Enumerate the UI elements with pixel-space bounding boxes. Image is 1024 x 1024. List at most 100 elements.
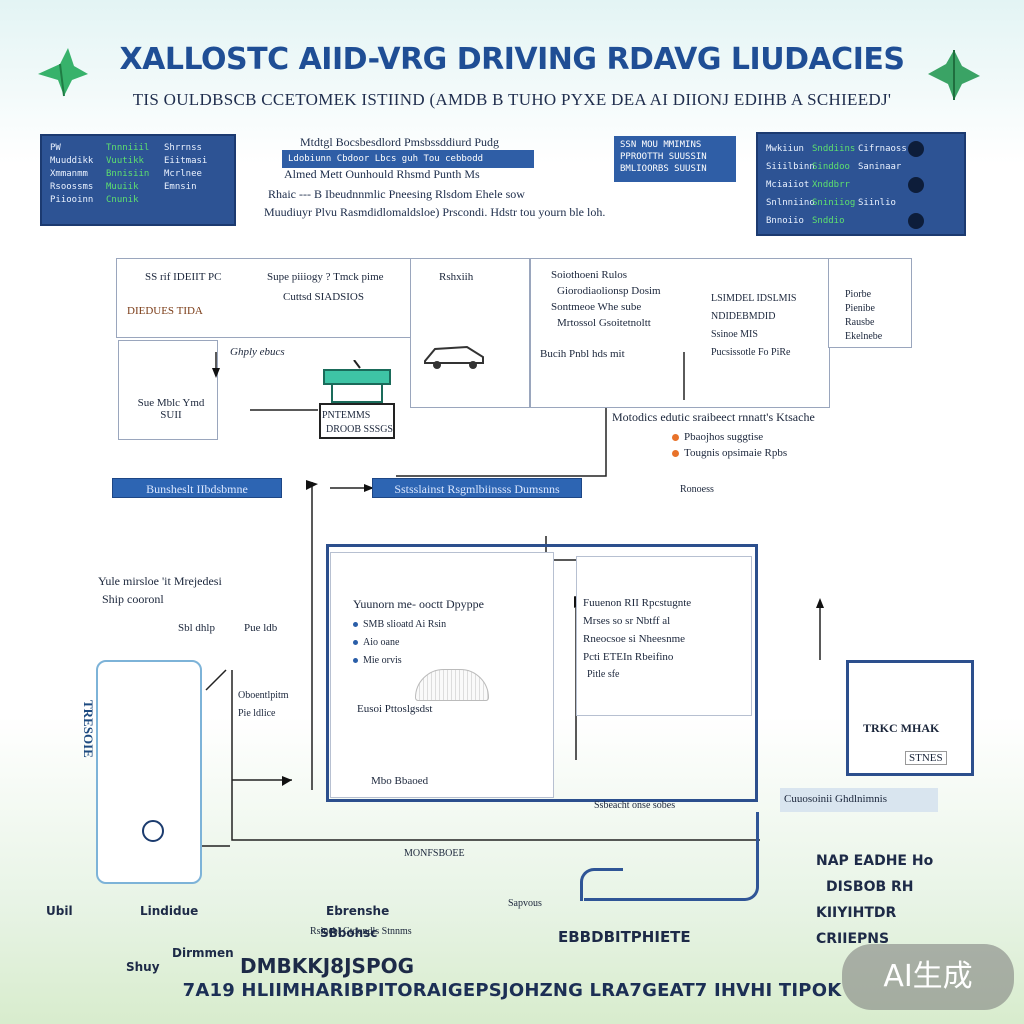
center-right-row: PPROOTTH SUUSSIN bbox=[620, 152, 707, 162]
lower-bottom-label: Ssbeacht onse sobes bbox=[594, 800, 676, 811]
right-box-item: Mrses so sr Nbtff al bbox=[583, 615, 671, 627]
center-right-row: SSN MOU MMIMINS bbox=[620, 140, 702, 150]
right-panel-cell: Snddiins bbox=[812, 144, 856, 154]
bottom-area-label: Dirmmen bbox=[172, 946, 234, 960]
main-box-item: Aio oane bbox=[353, 637, 399, 648]
upper-box-1: SS rif IDEIIT PC DIEDUES TIDA Supe piiio… bbox=[116, 258, 412, 338]
bottom-left-line: DMBKKJ8JSPOG bbox=[240, 954, 415, 978]
upper-box-3: Rshxiih bbox=[410, 258, 530, 408]
right-card-line-1: TRKC MHAK bbox=[863, 721, 940, 735]
main-box-bottom: Eusoi Pttoslgsdst bbox=[357, 703, 433, 715]
left-panel-cell: Eiitmasi bbox=[164, 156, 208, 166]
right-list-item: DISBOB RH bbox=[826, 879, 914, 895]
legend-item: Tougnis opsimaie Rpbs bbox=[672, 445, 892, 461]
right-box-item: Pcti ETEIn Rbeifino bbox=[583, 651, 674, 663]
right-panel-cell: Mwkiiun bbox=[766, 144, 804, 154]
page-subtitle: TIS OULDBSCB CCETOMEK ISTIIND (AMDB B TU… bbox=[132, 90, 892, 109]
upper-note: Ronoess bbox=[680, 484, 714, 495]
right-panel-cell: Sniniiog bbox=[812, 198, 856, 208]
left-panel-cell: Tnnniiil bbox=[106, 143, 150, 153]
box6-line: Rausbe bbox=[845, 317, 875, 328]
bottom-area-label: EBBDBITPHIETE bbox=[558, 928, 691, 946]
left-panel-cell: Rsoossms bbox=[50, 182, 94, 192]
main-box-bullet-icon bbox=[353, 658, 358, 664]
right-panel-cell: Sinddoo bbox=[812, 162, 850, 172]
center-line-3: Rhaic --- B Ibeudnnmlic Pneesing Rlsdom … bbox=[268, 187, 525, 201]
right-list-item: NAP EADHE Ho bbox=[816, 853, 934, 869]
station-label-1: PNTEMMS bbox=[322, 410, 371, 421]
vehicle-sketch-icon bbox=[424, 345, 484, 369]
right-panel-cell: Siinlio bbox=[858, 198, 896, 208]
right-panel-cell: Cifrnaoss bbox=[858, 144, 907, 154]
right-side-label: Cuuosoinii Ghdlnimnis bbox=[784, 793, 887, 805]
left-panel-cell: Shrrnss bbox=[164, 143, 202, 153]
legend-bullet-icon bbox=[672, 433, 679, 441]
center-bar: Ldobiunn Cbdoor Lbcs guh Tou cebbodd bbox=[282, 150, 534, 168]
main-box-bullet-icon bbox=[353, 622, 358, 628]
lower-bottom-label: Rsinebl Ctoondls Stnnms bbox=[310, 926, 412, 937]
right-panel-cell: Snddio bbox=[812, 216, 845, 226]
right-panel-cell: Mciaiiot bbox=[766, 180, 810, 190]
station-label-2: DROOB SSSGS bbox=[326, 424, 393, 435]
upper-box-3-label: Rshxiih bbox=[439, 271, 474, 283]
left-panel-cell: Muuiik bbox=[106, 182, 139, 192]
return-loop-corner bbox=[580, 868, 623, 901]
bottom-area-label: Lindidue bbox=[140, 904, 199, 918]
upper-box-1-line-2: DIEDUES TIDA bbox=[127, 305, 203, 317]
left-panel-cell: Muuddikk bbox=[50, 156, 94, 166]
center-right-row: BMLIOORBS SUUSIN bbox=[620, 164, 707, 174]
main-box-item-label: SMB slioatd Ai Rsin bbox=[363, 619, 447, 630]
legend-item-label: Tougnis opsimaie Rpbs bbox=[684, 447, 788, 459]
center-info-block: Mtdtgl Bocsbesdlord Pmsbssddiurd Pudg Ld… bbox=[264, 134, 736, 224]
right-box-item: Fuuenon RII Rpcstugnte bbox=[583, 597, 692, 609]
center-right-bar: SSN MOU MMIMINS PPROOTTH SUUSSIN BMLIOORBS… bbox=[614, 136, 736, 182]
lower-bottom-label: Sapvous bbox=[508, 898, 542, 909]
bottom-area-label: SBbohsc bbox=[320, 926, 378, 940]
box6-line: Piorbe bbox=[845, 289, 872, 300]
left-vertical-label: TRESOIE bbox=[81, 700, 96, 758]
lower-main-frame bbox=[326, 544, 758, 802]
center-line-1: Mtdtgl Bocsbesdlord Pmsbssddiurd Pudg bbox=[300, 135, 500, 149]
side-note-1: Oboentlpitm bbox=[238, 690, 289, 701]
legend-title: Motodics edutic sraibeect rnnatt's Ktsac… bbox=[612, 410, 815, 424]
col-label-b: Pue ldb bbox=[244, 622, 278, 634]
bottom-area-label: Shuy bbox=[126, 960, 160, 974]
right-side-card: TRKC MHAK STNES bbox=[846, 660, 974, 776]
status-dot-icon bbox=[908, 212, 924, 229]
col-label-a: Sbl dhlp bbox=[178, 622, 215, 634]
legend: Motodics edutic sraibeect rnnatt's Ktsac… bbox=[612, 410, 892, 461]
main-box-bullet-icon bbox=[353, 640, 358, 646]
box6-line: Ekelnebe bbox=[845, 331, 883, 342]
right-panel-cell: Bnnoiio bbox=[766, 216, 804, 226]
side-note-2: Pie ldlice bbox=[238, 708, 276, 719]
right-side-list: NAP EADHE Ho DISBOB RH KIIYIHTDR CRIIEPNS bbox=[816, 848, 933, 952]
center-line-2: Almed Mett Ounhould Rhsmd Punth Ms bbox=[284, 167, 480, 181]
upper-mid-label: Bucih Pnbl hds mit bbox=[540, 348, 625, 360]
left-panel-cell: Bnnisiin bbox=[106, 169, 150, 179]
main-box-item-label: Aio oane bbox=[363, 637, 400, 648]
phone-button-icon[interactable] bbox=[142, 820, 164, 842]
box4-line: Mrtossol Gsoitetnoltt bbox=[557, 317, 651, 329]
right-list-item: CRIIEPNS bbox=[816, 931, 890, 947]
main-box-footer: Mbo Bbaoed bbox=[371, 775, 429, 787]
box4-line: Soiothoeni Rulos bbox=[551, 269, 628, 281]
legend-item: Pbaojhos suggtise bbox=[672, 429, 892, 445]
center-line-4: Muudiuyr Plvu Rasmdidlomaldsloe) Prscond… bbox=[264, 205, 606, 219]
main-box-item-label: Mie orvis bbox=[363, 655, 402, 666]
right-card-line-2: STNES bbox=[905, 751, 947, 765]
upper-box-1-line-1: SS rif IDEIIT PC bbox=[145, 271, 222, 283]
arrow-label-1: Ghply ebucs bbox=[230, 346, 285, 358]
legend-bullet-icon bbox=[672, 449, 679, 457]
legend-item-label: Pbaojhos suggtise bbox=[684, 431, 764, 443]
right-list-item: KIIYIHTDR bbox=[816, 905, 897, 921]
